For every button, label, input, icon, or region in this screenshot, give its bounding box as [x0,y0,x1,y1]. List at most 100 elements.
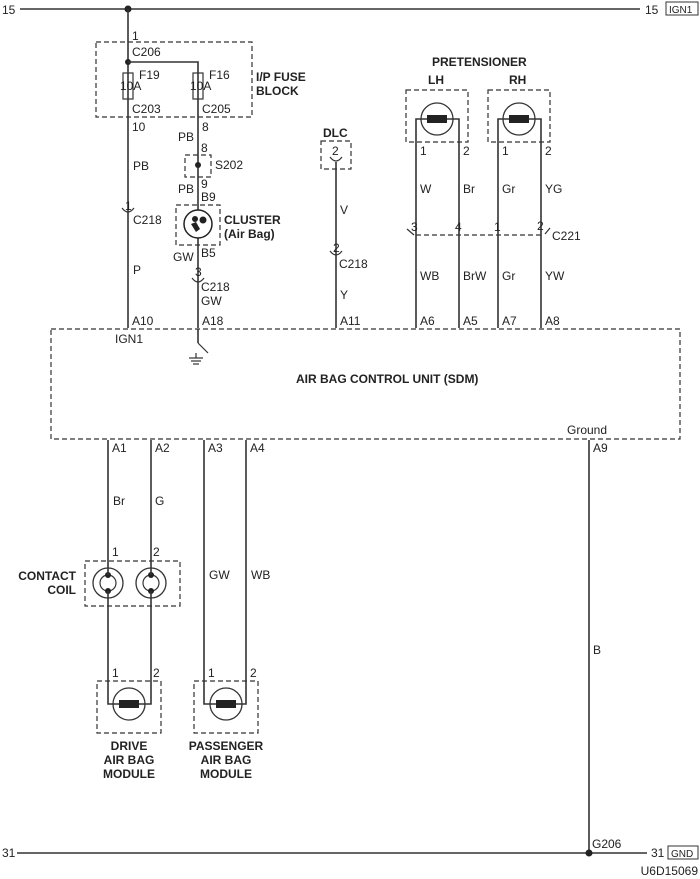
wire-color-label: WB [420,269,439,283]
cluster-in-pin: B9 [201,190,216,204]
wire-color-label: PB [178,130,194,144]
c221-pin: 3 [411,220,418,234]
pretensioner-title: PRETENSIONER [432,55,527,69]
wire-color-label: Br [113,494,125,508]
driver-airbag-module: 1 2 DRIVE AIR BAG MODULE [96,666,162,781]
passenger-module-outline [193,680,259,734]
splice-out-pin: 9 [201,177,208,191]
driver-module-title: DRIVE [111,739,148,753]
fuse-block-outline [95,41,253,118]
contact-coil-title-2: COIL [47,583,76,597]
fuse-f19-rating: 10A [120,79,141,93]
rail-top-right-label: 15 [645,3,659,17]
wire-color-label: YW [545,269,565,283]
sdm-pin: A2 [155,441,170,455]
wire-color-label: PB [178,182,194,196]
wire-color-label: P [133,263,141,277]
wire-color-label: YG [545,182,562,196]
sdm-pin: A9 [593,441,608,455]
pin-label: 1 [112,666,119,680]
wire-color-label: GW [209,568,230,582]
passenger-module-title-3: MODULE [200,767,252,781]
pin-label: 1 [112,545,119,559]
c221-pin: 1 [494,220,501,234]
dlc: DLC 2 V 2 C218 Y [320,126,368,328]
ground-point-label: G206 [592,837,622,851]
fuse-block-title-2: BLOCK [256,84,299,98]
wire-color-label: G [155,494,164,508]
f16-path: PB 8 S202 9 PB B9 CLUSTER (Air Bag) B5 G… [173,130,281,308]
airbag-warning-icon [183,209,213,239]
sdm-title: AIR BAG CONTROL UNIT (SDM) [296,372,478,386]
c205-label: C205 [202,102,231,116]
ground-junction-dot [585,849,593,857]
wire-color-label: Br [463,182,475,196]
pretensioner: PRETENSIONER LH RH 1 2 1 2 W Br Gr YG 3 … [405,55,581,328]
contact-coil-outline [84,560,181,607]
wire-color-label: V [340,203,348,217]
sdm-pin: A5 [463,314,478,328]
sdm-ground-label: Ground [567,423,607,437]
pretensioner-lh-outline [405,89,469,143]
fuse-block-title: I/P FUSE [256,70,306,84]
wire-color-label: GW [173,250,194,264]
c206-label: C206 [132,45,161,59]
contact-coil-title: CONTACT [18,569,76,583]
sdm-pin: A11 [340,314,361,328]
rail-top-tag-box [665,1,699,16]
splice-label: S202 [215,158,243,172]
top-rail: 15 15 IGN1 [2,1,699,17]
c218-connector-icon [121,207,135,213]
pin-label: 1 [208,666,215,680]
sdm-pin: A1 [112,441,127,455]
pretensioner-lh-label: LH [428,73,444,87]
bottom-rail: 31 G206 31 GND U6D15069 [2,837,699,878]
dlc-connector-icon [329,156,343,162]
passenger-module-title: PASSENGER [189,739,264,753]
pin-label: 2 [153,545,160,559]
fuse-f16-rating: 10A [190,79,211,93]
dlc-pin: 2 [332,144,339,158]
wire-color-label: Y [340,288,348,302]
rail-bottom-tag: GND [671,849,693,860]
fuse-block: 1 C206 10A F19 10A F16 C203 C205 10 8 I/… [95,9,306,328]
fuse-f16-name: F16 [209,68,230,82]
c205-pin: 8 [202,120,209,134]
sdm-pin: A10 [132,314,154,328]
c203-label: C203 [132,102,161,116]
wire-rh-1 [497,118,509,328]
cluster-subtitle: (Air Bag) [224,227,275,241]
passenger-module-title-2: AIR BAG [201,753,252,767]
wire-lh-2 [447,118,460,328]
c218-pin-3: 3 [195,265,202,279]
driver-module-outline [96,680,162,734]
wire-color-label: Gr [502,182,515,196]
cluster-title: CLUSTER [224,213,281,227]
wire-color-label: W [420,182,432,196]
pin-label: 1 [420,144,427,158]
pretensioner-rh-outline [487,89,551,143]
c203-pin: 10 [132,120,146,134]
pin-label: 1 [502,144,509,158]
c221-pin: 4 [455,220,462,234]
sdm-pin: A18 [202,314,224,328]
c218-label: C218 [339,257,368,271]
wire-f16 [128,61,199,328]
sdm-pin: A7 [502,314,517,328]
dlc-title: DLC [323,126,348,140]
driver-module-title-3: MODULE [103,767,155,781]
cluster-outline [175,204,221,246]
sdm-pin: A3 [208,441,223,455]
c221-pin: 2 [537,219,544,233]
driver-module-title-2: AIR BAG [104,753,155,767]
wire-color-label: WB [251,568,270,582]
sdm-outline [50,328,681,440]
splice-in-pin: 8 [201,141,208,155]
rail-top-tag: IGN1 [669,5,693,16]
sdm-pin: A4 [250,441,265,455]
fuse-f19-name: F19 [139,68,160,82]
wire-rh-2 [529,118,542,328]
rail-top-left-label: 15 [2,3,16,17]
f19-path: PB 1 C218 P [121,159,162,277]
